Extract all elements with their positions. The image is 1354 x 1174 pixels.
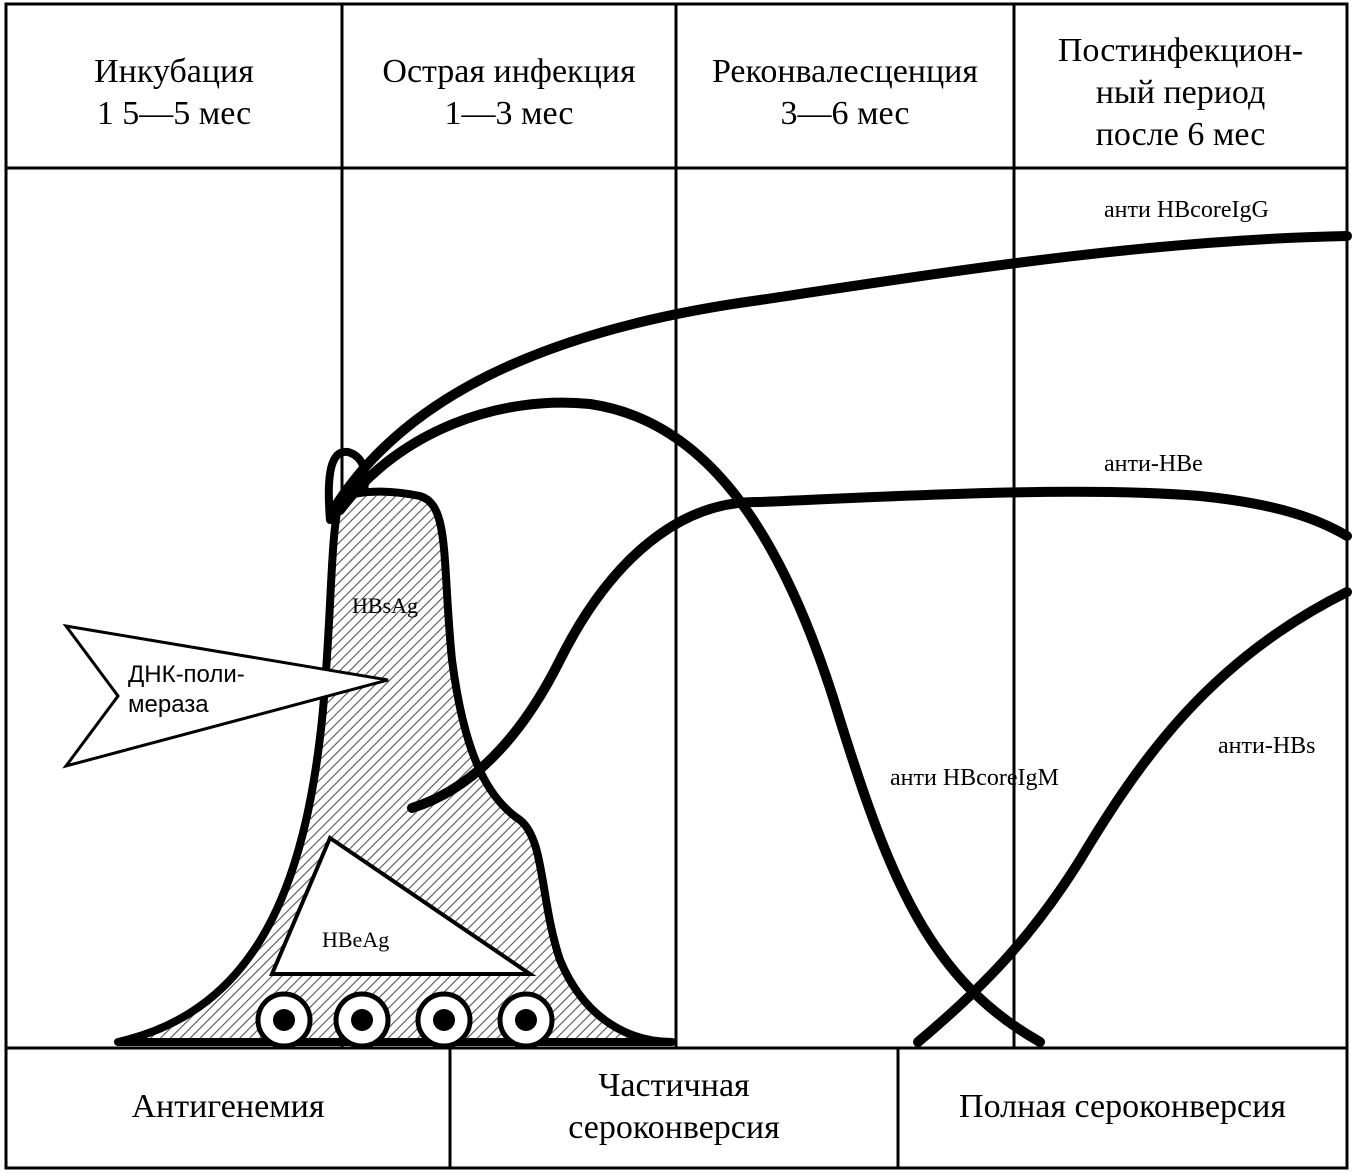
- phase-title: Реконвалесценция: [711, 53, 979, 90]
- anti-hbcore-igg-curve: [327, 231, 1352, 517]
- phase-duration: 3—6 мес: [780, 95, 910, 132]
- anti-hbe-label: анти-HBe: [1104, 451, 1203, 477]
- virus-particle: [497, 991, 555, 1049]
- stage-label: Частичная сероконверсия: [568, 1067, 780, 1146]
- stage-partial-seroconversion: Частичная сероконверсия: [450, 1048, 898, 1166]
- hbsag-label: HBsAg: [352, 593, 419, 618]
- anti-hbs-label: анти-HBs: [1218, 733, 1316, 759]
- stage-label: Полная сероконверсия: [959, 1088, 1286, 1125]
- anti-hbcore-igm-curve: [335, 397, 1045, 1047]
- anti-hbs-curve: [913, 587, 1352, 1047]
- anti-hbe-curve: [407, 486, 1352, 813]
- phase-title: Постинфекцион- ный период после 6 мес: [1057, 32, 1304, 153]
- phase-duration: 1 5—5 мес: [96, 95, 252, 132]
- hbeag-label: HBeAg: [322, 927, 390, 952]
- stage-label: Антигенемия: [131, 1088, 325, 1125]
- table-frame: [4, 2, 1349, 1170]
- stage-antigenemia: Антигенемия: [6, 1048, 450, 1166]
- virus-particles: [255, 991, 555, 1049]
- anti-hbcore-igm-label: анти HBcoreIgM: [890, 765, 1059, 791]
- virus-particle: [333, 991, 391, 1049]
- hbeag-triangle: [268, 834, 537, 976]
- phase-post-infection: Постинфекцион- ный период после 6 мес: [1014, 18, 1347, 168]
- stage-full-seroconversion: Полная сероконверсия: [898, 1048, 1347, 1166]
- dna-polymerase-label: ДНК-поли- мераза: [128, 661, 245, 718]
- phase-title: Острая инфекция: [382, 53, 636, 90]
- hbsag-area: [114, 487, 676, 1046]
- anti-hbcore-igg-label: анти HBcoreIgG: [1104, 197, 1269, 223]
- virus-particle: [415, 991, 473, 1049]
- phase-convalescence: Реконвалесценция 3—6 мес: [676, 18, 1014, 168]
- phase-incubation: Инкубация 1 5—5 мес: [6, 18, 342, 168]
- dna-polymerase-arrow: [62, 623, 389, 769]
- phase-duration: 1—3 мес: [444, 95, 574, 132]
- phase-title: Инкубация: [94, 53, 254, 90]
- phase-acute-infection: Острая инфекция 1—3 мес: [342, 18, 676, 168]
- virus-particle: [255, 991, 313, 1049]
